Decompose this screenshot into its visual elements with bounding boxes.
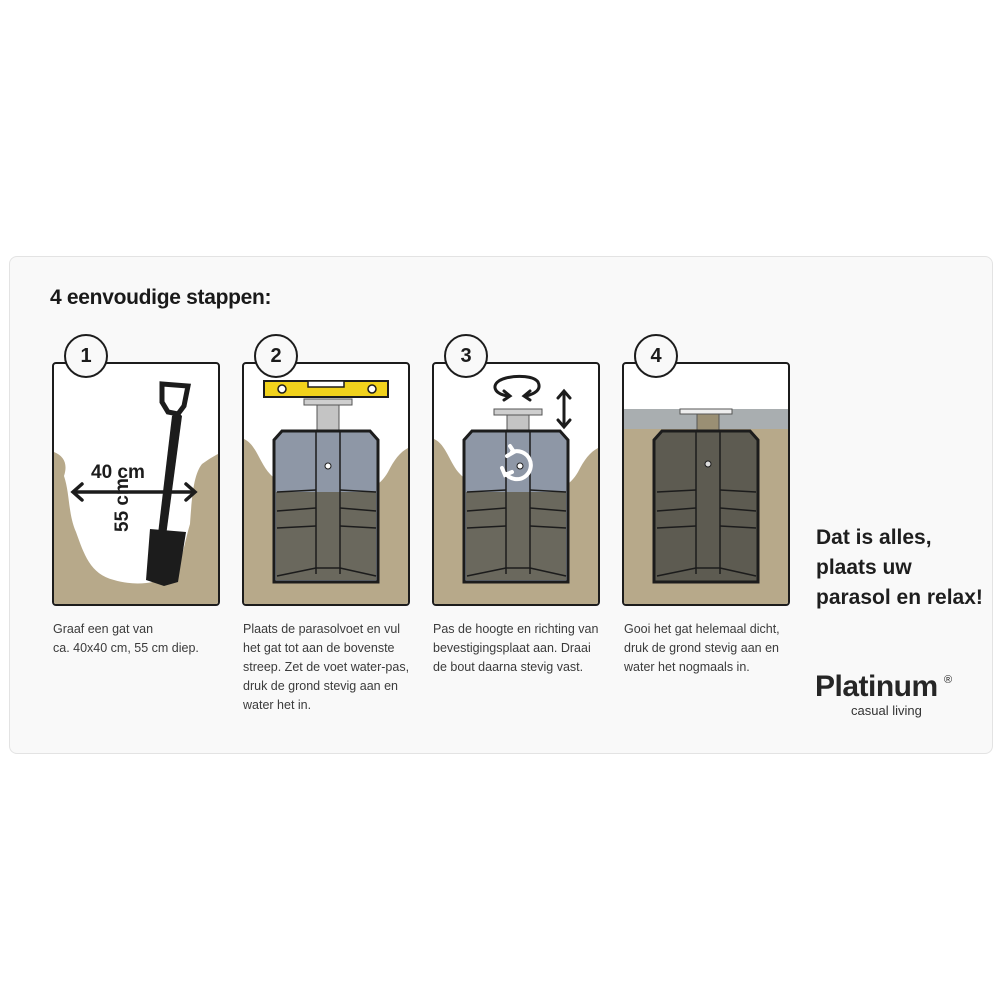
closing-line: plaats uw xyxy=(816,556,912,579)
width-label: 40 cm xyxy=(91,462,145,483)
closing-line: Dat is alles, xyxy=(816,526,932,549)
desc-line: druk de grond stevig aan en xyxy=(243,679,398,693)
step-2-description: Plaats de parasolvoet en vul het gat tot… xyxy=(243,620,423,715)
desc-line: Gooi het gat helemaal dicht, xyxy=(624,622,780,636)
step-number-badge: 4 xyxy=(634,334,678,378)
registered-mark: ® xyxy=(944,674,953,686)
step-2: 2 xyxy=(242,334,410,606)
desc-line: ca. 40x40 cm, 55 cm diep. xyxy=(53,641,199,655)
step-number-badge: 2 xyxy=(254,334,298,378)
desc-line: het gat tot aan de bovenste xyxy=(243,641,395,655)
closing-message: Dat is alles, plaats uw parasol en relax… xyxy=(816,523,983,613)
page-title: 4 eenvoudige stappen: xyxy=(50,286,272,309)
adjust-rotate-icon xyxy=(434,374,598,604)
filled-hole-icon xyxy=(624,408,788,604)
step-3-description: Pas de hoogte en richting van bevestigin… xyxy=(433,620,613,677)
step-1-description: Graaf een gat van ca. 40x40 cm, 55 cm di… xyxy=(53,620,233,658)
desc-line: Graaf een gat van xyxy=(53,622,154,636)
spirit-level-base-icon xyxy=(244,380,408,604)
desc-line: druk de grond stevig aan en xyxy=(624,641,779,655)
step-1-illustration: 40 cm 55 cm xyxy=(52,362,220,606)
step-3: 3 xyxy=(432,334,600,606)
step-number-badge: 3 xyxy=(444,334,488,378)
shovel-hole-icon xyxy=(54,381,218,604)
logo-brand: Platinum xyxy=(815,670,938,703)
step-number-badge: 1 xyxy=(64,334,108,378)
step-4-illustration xyxy=(622,362,790,606)
step-3-illustration xyxy=(432,362,600,606)
step-2-illustration xyxy=(242,362,410,606)
platinum-logo: Platinum ® casual living xyxy=(815,670,952,719)
depth-label: 55 cm xyxy=(112,478,133,532)
desc-line: water het nogmaals in. xyxy=(624,660,750,674)
desc-line: streep. Zet de voet water-pas, xyxy=(243,660,410,674)
desc-line: bevestigingsplaat aan. Draai xyxy=(433,641,591,655)
desc-line: Pas de hoogte en richting van xyxy=(433,622,599,636)
desc-line: de bout daarna stevig vast. xyxy=(433,660,584,674)
closing-line: parasol en relax! xyxy=(816,586,983,609)
step-4: 4 xyxy=(622,334,790,606)
step-1: 1 40 cm 55 cm xyxy=(52,334,220,606)
desc-line: water het in. xyxy=(243,698,312,712)
desc-line: Plaats de parasolvoet en vul xyxy=(243,622,401,636)
step-4-description: Gooi het gat helemaal dicht, druk de gro… xyxy=(624,620,804,677)
logo-tagline: casual living xyxy=(851,703,922,718)
